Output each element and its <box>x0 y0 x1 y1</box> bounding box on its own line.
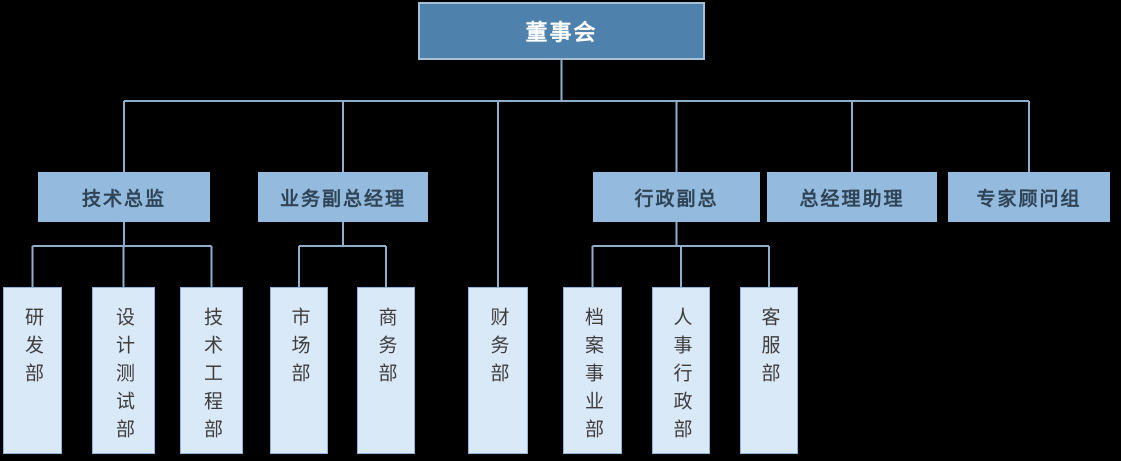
org-node-tech-director: 技术总监 <box>38 172 210 222</box>
org-node-admin-deputy: 行政副总 <box>593 172 760 222</box>
org-node-customer-service-dept: 客服部 <box>740 287 798 454</box>
org-node-label: 人事行政部 <box>670 307 693 447</box>
org-node-label: 设计测试部 <box>112 307 135 447</box>
org-node-archives-dept: 档案事业部 <box>563 287 622 454</box>
org-node-commerce-dept: 商务部 <box>357 287 415 454</box>
org-node-rnd-dept: 研发部 <box>3 287 62 454</box>
org-node-label: 财务部 <box>487 307 510 391</box>
org-node-label: 研发部 <box>21 307 44 391</box>
org-node-label: 市场部 <box>288 307 311 391</box>
org-node-board: 董事会 <box>418 2 705 60</box>
org-node-label: 专家顾问组 <box>976 187 1082 210</box>
org-node-design-test-dept: 设计测试部 <box>92 287 155 454</box>
org-node-label: 行政副总 <box>634 187 719 210</box>
org-node-hr-admin-dept: 人事行政部 <box>652 287 710 454</box>
org-node-label: 董事会 <box>525 21 598 46</box>
org-node-label: 总经理助理 <box>799 187 905 210</box>
org-node-expert-advisors: 专家顾问组 <box>948 172 1110 222</box>
org-node-finance-dept: 财务部 <box>468 287 528 454</box>
org-node-label: 技术工程部 <box>200 307 223 447</box>
org-node-label: 客服部 <box>758 307 781 391</box>
org-node-label: 商务部 <box>375 307 398 391</box>
org-node-marketing-dept: 市场部 <box>270 287 328 454</box>
org-node-label: 技术总监 <box>81 187 166 210</box>
org-node-gm-assistant: 总经理助理 <box>767 172 937 222</box>
org-node-tech-engineering-dept: 技术工程部 <box>180 287 243 454</box>
org-node-label: 档案事业部 <box>581 307 604 447</box>
org-node-label: 业务副总经理 <box>279 187 406 210</box>
org-node-business-deputy-gm: 业务副总经理 <box>258 172 428 222</box>
